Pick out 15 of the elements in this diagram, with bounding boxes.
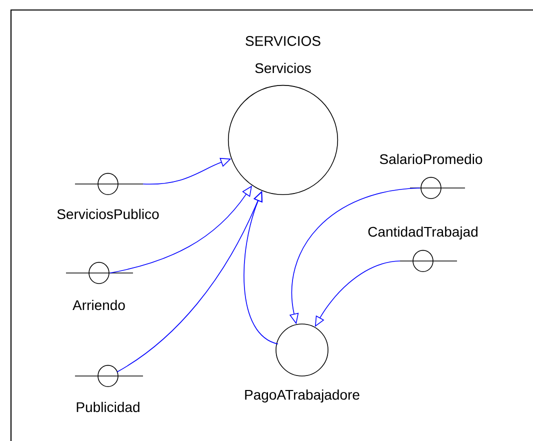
node-label: ServiciosPublico [57, 208, 159, 220]
auxiliary-node: Arriendo [66, 262, 134, 310]
node-label: SalarioPromedio [380, 154, 482, 164]
circle-node: Servicios [228, 62, 338, 196]
node-label: PagoATrabajadore [245, 389, 360, 403]
title: SERVICIOS [246, 36, 320, 46]
node-label: Arriendo [72, 300, 125, 310]
node-label: CantidadTrabajad [368, 226, 478, 240]
auxiliary-node: SalarioPromedio [380, 154, 482, 200]
circle-node: PagoATrabajadore [245, 324, 360, 403]
auxiliary-node: ServiciosPublico [57, 172, 159, 220]
auxiliary-node: Publicidad [74, 364, 144, 412]
node-label: Publicidad [76, 402, 140, 412]
auxiliary-node: CantidadTrabajad [368, 226, 478, 272]
node-label: Servicios [255, 62, 311, 74]
